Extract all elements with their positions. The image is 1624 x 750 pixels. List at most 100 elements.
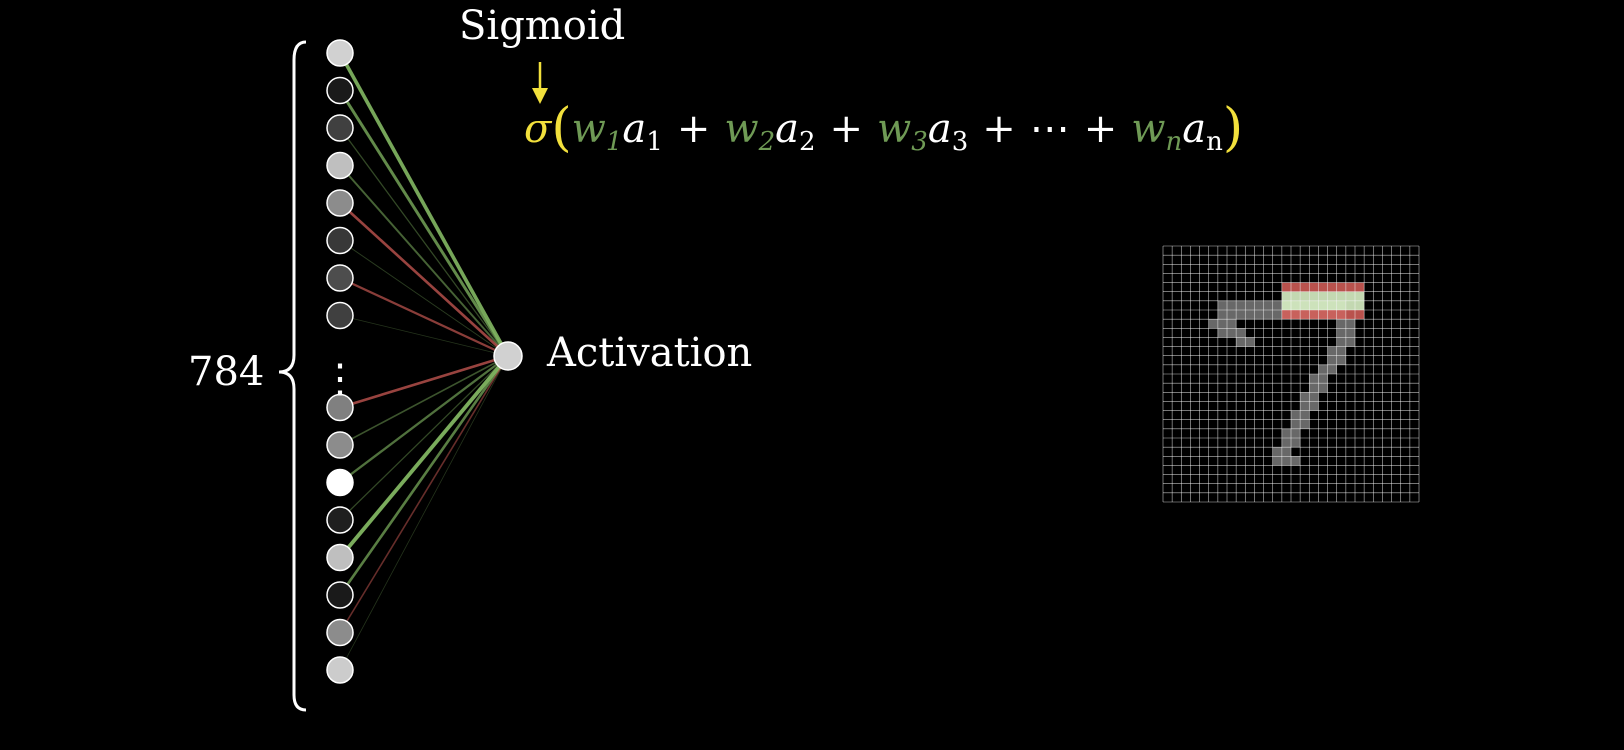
weight-connection [339,276,509,358]
input-neuron [326,189,354,217]
positive-weight-pixel [1309,291,1319,301]
digit-pixel [1254,300,1264,310]
positive-weight-pixel [1327,291,1337,301]
digit-pixel [1281,456,1291,466]
digit-pixel [1217,310,1227,320]
digit-pixel [1245,300,1255,310]
digit-pixel [1263,310,1273,320]
input-brace [278,40,307,712]
digit-image-grid [1162,245,1420,503]
ellipsis: ⋯ [1029,106,1070,152]
weight-connection [339,355,509,633]
digit-pixel [1291,456,1301,466]
negative-weight-pixel [1318,310,1328,320]
sigmoid-label: Sigmoid [459,3,626,49]
digit-pixel [1281,438,1291,448]
digit-pixel [1300,419,1310,429]
digit-pixel [1291,428,1301,438]
negative-weight-pixel [1309,310,1319,320]
digit-pixel [1227,300,1237,310]
digit-pixel [1327,355,1337,365]
digit-pixel [1345,328,1355,338]
negative-weight-pixel [1309,282,1319,292]
negative-weight-pixel [1345,310,1355,320]
plus-sign: + [676,106,711,152]
digit-pixel [1236,300,1246,310]
activation-label: Activation [547,330,753,376]
positive-weight-pixel [1281,300,1291,310]
digit-pixel [1217,328,1227,338]
positive-weight-pixel [1355,291,1365,301]
weight-connection [339,355,509,484]
weight-connection [339,354,509,409]
weight-connection [339,240,509,357]
formula-term-2: w2a2 [724,106,816,157]
digit-pixel [1227,328,1237,338]
weight-connection [338,355,510,596]
input-neuron [326,301,354,330]
input-neuron [326,431,354,459]
weight-connection [338,354,510,559]
input-neuron [326,618,354,647]
digit-pixel [1309,374,1319,384]
plus-sign: + [1083,106,1118,152]
digit-pixel [1217,319,1227,329]
digit-pixel [1318,374,1328,384]
negative-weight-pixel [1300,310,1310,320]
digit-pixel [1309,392,1319,402]
weight-connection [339,355,509,671]
digit-pixel [1318,364,1328,374]
weight-connection [338,52,510,357]
positive-weight-pixel [1318,291,1328,301]
digit-pixel [1318,383,1328,393]
weight-connections [338,52,510,671]
digit-pixel [1236,310,1246,320]
positive-weight-pixel [1336,300,1346,310]
positive-weight-pixel [1291,300,1301,310]
negative-weight-pixel [1281,310,1291,320]
digit-pixel [1300,392,1310,402]
digit-pixel [1300,410,1310,420]
digit-pixel [1300,401,1310,411]
digit-pixel [1281,428,1291,438]
positive-weight-pixel [1300,300,1310,310]
digit-pixel [1272,310,1282,320]
plus-sign: + [982,106,1016,152]
neuron-count-label: 784 [188,349,265,395]
digit-pixel [1336,328,1346,338]
digit-pixel [1272,456,1282,466]
negative-weight-pixel [1327,310,1337,320]
weight-connection [338,89,510,357]
weight-connection [339,164,509,357]
sigmoid-arrow [532,62,548,104]
digit-pixel [1336,355,1346,365]
input-neuron [326,39,354,67]
digit-pixel [1309,383,1319,393]
negative-weight-pixel [1355,282,1365,292]
positive-weight-pixel [1291,291,1301,301]
digit-pixel [1336,337,1346,347]
digit-pixel [1254,310,1264,320]
positive-weight-pixel [1345,300,1355,310]
positive-weight-pixel [1309,300,1319,310]
digit-pixel [1281,447,1291,457]
digit-pixel [1245,310,1255,320]
digit-pixel [1236,337,1246,347]
input-neuron [326,226,354,255]
weight-connection [339,315,509,357]
digit-pixel [1291,410,1301,420]
input-neuron [326,581,354,609]
negative-weight-pixel [1318,282,1328,292]
close-paren: ) [1222,98,1244,158]
negative-weight-pixel [1336,310,1346,320]
negative-weight-pixel [1355,310,1365,320]
formula-term-1: w1a1 [571,106,663,157]
digit-pixel [1208,319,1218,329]
positive-weight-pixel [1281,291,1291,301]
digit-pixel [1291,419,1301,429]
positive-weight-pixel [1355,300,1365,310]
digit-pixel [1236,328,1246,338]
input-neuron [326,393,354,422]
vertical-ellipsis: ⋮ [320,356,360,402]
input-neuron [326,151,354,180]
